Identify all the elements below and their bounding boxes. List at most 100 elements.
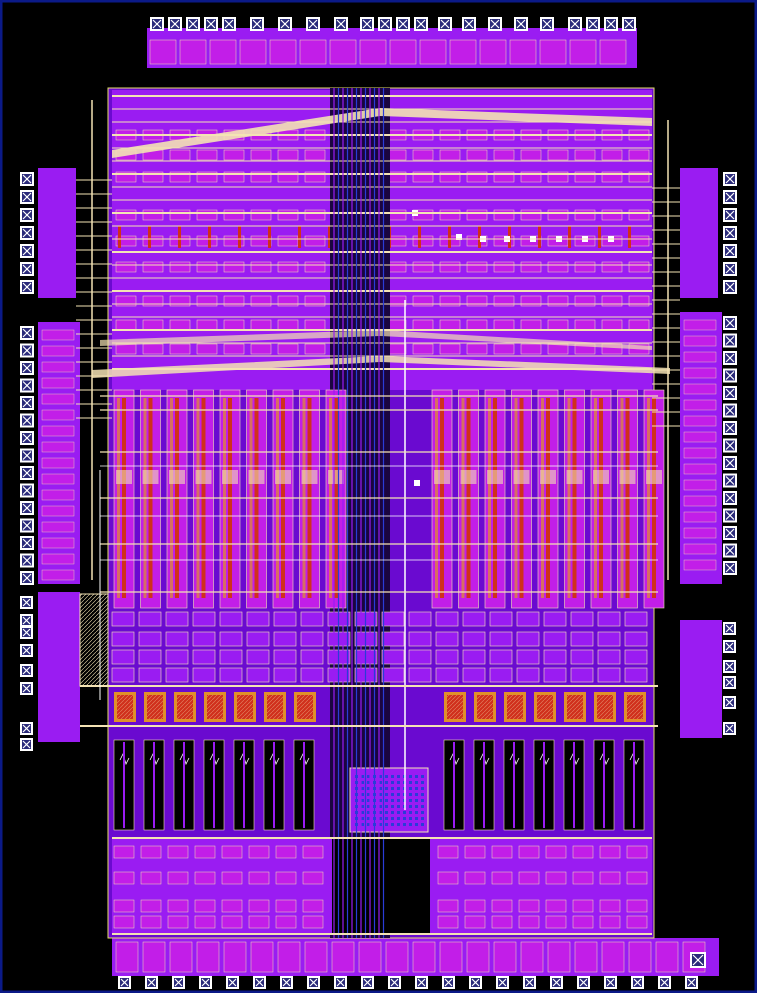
- transistor-cell: [570, 649, 594, 665]
- standard-cell: [277, 319, 299, 331]
- transistor-cell: [273, 649, 297, 665]
- bond-pad: [20, 626, 33, 639]
- bond-pad-cross-icon: [284, 23, 286, 25]
- standard-cell: [277, 149, 299, 161]
- transistor-cell: [111, 667, 135, 683]
- bond-pad: [334, 17, 348, 31]
- bond-pad-cross-icon: [474, 981, 477, 984]
- bond-pad-cross-icon: [528, 981, 531, 984]
- transistor-cell: [570, 667, 594, 683]
- bond-pad: [723, 368, 737, 383]
- capacitor-hatch: [447, 695, 463, 719]
- standard-cell: [628, 319, 650, 331]
- standard-cell: [196, 319, 218, 331]
- pad-driver-cell: [142, 941, 166, 973]
- transistor-cell: [138, 649, 162, 665]
- standard-cell: [142, 235, 164, 247]
- transistor-cell: [381, 667, 405, 683]
- bond-pad-cross-icon: [26, 507, 28, 509]
- standard-cell: [628, 209, 650, 221]
- bond-pad: [306, 17, 320, 31]
- bond-pad: [415, 976, 428, 989]
- bond-pad: [20, 280, 34, 294]
- transistor-cell: [624, 649, 648, 665]
- transistor-cell: [597, 667, 621, 683]
- bond-pad-cross-icon: [729, 532, 731, 534]
- transistor-cell: [219, 667, 243, 683]
- bond-pad: [20, 571, 34, 585]
- bond-pad-cross-icon: [729, 567, 731, 569]
- bottom-std-cell: [221, 899, 243, 913]
- pad-ring: [20, 17, 737, 989]
- bond-pad: [723, 438, 737, 453]
- transistor-cell: [165, 649, 189, 665]
- standard-cell: [169, 261, 191, 273]
- bottom-std-cell: [545, 845, 567, 859]
- bond-pad-cross-icon: [174, 23, 176, 25]
- contact-row: [169, 470, 185, 484]
- bond-pad-cross-icon: [420, 981, 423, 984]
- bond-pad-cross-icon: [26, 542, 28, 544]
- bond-pad-cross-icon: [729, 286, 731, 288]
- bond-pad: [278, 17, 292, 31]
- poly-stub: [238, 226, 241, 248]
- pad-driver-cell: [466, 941, 490, 973]
- pad-driver-cell: [683, 495, 717, 507]
- transistor-cell: [111, 631, 135, 647]
- bottom-std-cell: [275, 845, 297, 859]
- bond-pad-cross-icon: [729, 427, 731, 429]
- standard-cell: [412, 149, 434, 161]
- standard-cell: [547, 149, 569, 161]
- bottom-std-cell: [194, 899, 216, 913]
- transistor-cell: [543, 631, 567, 647]
- bond-pad-cross-icon: [26, 454, 28, 457]
- pad-driver-cell: [179, 39, 207, 65]
- standard-cell: [115, 171, 137, 183]
- standard-cell: [250, 295, 272, 307]
- pad-driver-cell: [389, 39, 417, 65]
- bond-pad: [20, 501, 34, 515]
- right-upper-driver-block: [680, 168, 718, 298]
- pad-driver-cell: [329, 39, 357, 65]
- capacitor-hatch: [207, 695, 223, 719]
- routing-layer: [76, 88, 680, 938]
- transistor-cell: [219, 631, 243, 647]
- standard-cell: [223, 149, 245, 161]
- transistor-cell: [192, 649, 216, 665]
- transistor-cell: [597, 611, 621, 627]
- bond-pad-cross-icon: [729, 232, 731, 234]
- bond-pad: [20, 738, 33, 751]
- pad-driver-cell: [493, 941, 517, 973]
- transistor-cell: [516, 667, 540, 683]
- bond-pad-cross-icon: [728, 665, 731, 668]
- bond-pad: [723, 660, 736, 673]
- transistor-cell: [462, 611, 486, 627]
- standard-cell: [223, 235, 245, 247]
- bottom-std-cell: [275, 915, 297, 929]
- standard-cell: [412, 235, 434, 247]
- poly-stub: [208, 226, 211, 248]
- transistor-cell: [408, 631, 432, 647]
- capacitor-hatch: [177, 695, 193, 719]
- bottom-std-cell: [599, 845, 621, 859]
- standard-cell: [628, 235, 650, 247]
- transistor-cell: [543, 649, 567, 665]
- bond-pad: [723, 456, 737, 470]
- bond-pad: [723, 226, 737, 240]
- bond-pad: [723, 262, 737, 276]
- standard-cell: [304, 261, 326, 273]
- bond-pad-cross-icon: [25, 631, 28, 634]
- bond-pad-cross-icon: [555, 981, 558, 984]
- standard-cell: [439, 319, 461, 331]
- bond-pad: [250, 17, 264, 31]
- bond-pad: [723, 333, 737, 348]
- left-upper-driver-block: [38, 168, 76, 298]
- bond-pad-cross-icon: [258, 981, 261, 984]
- bond-pad-cross-icon: [26, 472, 28, 474]
- bond-pad: [723, 622, 736, 635]
- bond-pad-cross-icon: [177, 981, 180, 984]
- bond-pad: [20, 361, 34, 375]
- transistor-cell: [435, 631, 459, 647]
- standard-cell: [250, 209, 272, 221]
